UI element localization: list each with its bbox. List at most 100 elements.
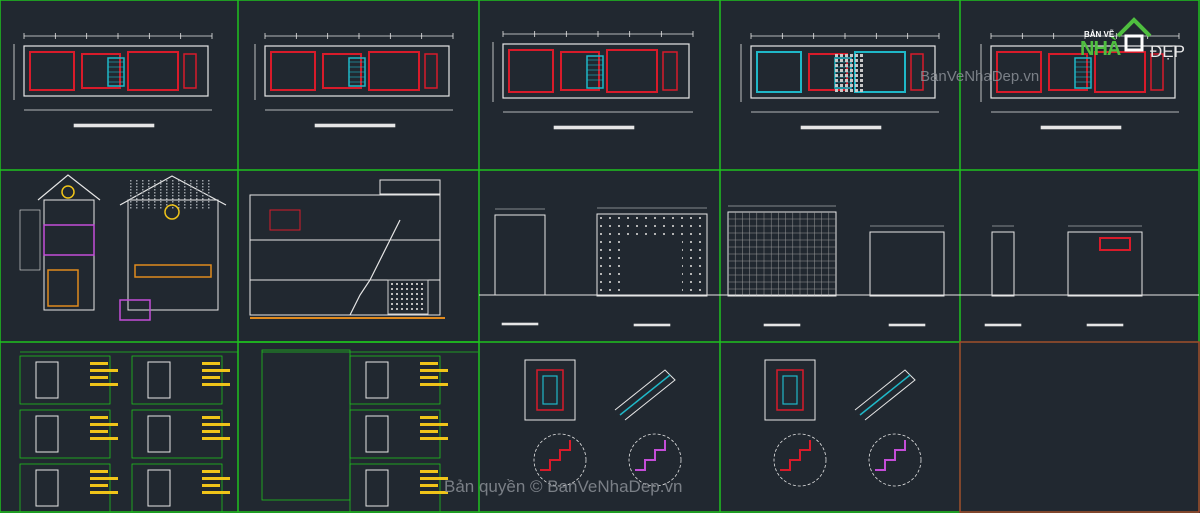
hatch-dot <box>840 79 843 82</box>
stair-plan <box>524 359 576 421</box>
hatch-dot <box>845 84 848 87</box>
brick-dot <box>196 195 198 197</box>
hatch-dot <box>618 289 620 291</box>
hatch-dot <box>835 84 838 87</box>
brick-dot <box>154 180 156 182</box>
stair-section <box>349 219 401 316</box>
brick-dot <box>172 186 174 188</box>
brick-dot <box>160 195 162 197</box>
brick-dot <box>202 201 204 203</box>
brick-dot <box>130 180 132 182</box>
schedule-cell <box>131 463 223 513</box>
hatch-dot <box>600 257 602 259</box>
detail-title <box>633 323 671 327</box>
brick-dot <box>190 204 192 206</box>
brick-dot <box>166 183 168 185</box>
empty-cell <box>959 341 1200 513</box>
brick-dot <box>148 186 150 188</box>
yellow-note <box>420 484 438 487</box>
hatch-dot <box>690 241 692 243</box>
brick-dot <box>154 201 156 203</box>
brick-dot <box>172 180 174 182</box>
brick-dot <box>148 198 150 200</box>
hatch-dot <box>850 79 853 82</box>
brick-dot <box>172 198 174 200</box>
hatch-dot <box>396 293 398 295</box>
hatch-dot <box>855 54 858 57</box>
hatch-dot <box>600 265 602 267</box>
brick-dot <box>160 207 162 209</box>
hatch-dot <box>835 54 838 57</box>
plan-outline <box>23 45 209 97</box>
plan-room <box>368 51 420 91</box>
hatch-dot <box>391 298 393 300</box>
brick-dot <box>136 186 138 188</box>
round-window <box>164 204 180 220</box>
brick-dot <box>178 207 180 209</box>
hatch-dot <box>845 64 848 67</box>
hatch-dot <box>850 89 853 92</box>
hatch-dot <box>401 308 403 310</box>
hatch-dot <box>699 249 701 251</box>
hatch-dot <box>391 308 393 310</box>
brick-dot <box>166 201 168 203</box>
brick-dot <box>196 186 198 188</box>
brick-dot <box>202 195 204 197</box>
brick-dot <box>142 207 144 209</box>
brick-dot <box>208 195 210 197</box>
hatch-dot <box>627 233 629 235</box>
hatch-dot <box>609 241 611 243</box>
hatch-dot <box>663 217 665 219</box>
hatch-dot <box>654 217 656 219</box>
brick-dot <box>196 183 198 185</box>
yellow-note <box>90 416 108 419</box>
hatch-dot <box>690 273 692 275</box>
hatch-dot <box>609 217 611 219</box>
brick-dot <box>166 189 168 191</box>
roof <box>379 179 441 195</box>
detail-circle <box>628 433 682 487</box>
hatch-dot <box>609 265 611 267</box>
hatch-dot <box>618 233 620 235</box>
hatch-dot <box>627 225 629 227</box>
hatch-dot <box>618 273 620 275</box>
brick-dot <box>178 204 180 206</box>
brick-dot <box>190 201 192 203</box>
yellow-note <box>202 369 230 372</box>
plan-room <box>127 51 179 91</box>
stair-step-detail <box>780 440 811 471</box>
schedule-cell <box>19 355 111 405</box>
yellow-note <box>420 423 448 426</box>
hatch-dot <box>860 64 863 67</box>
brick-dot <box>148 204 150 206</box>
stair-rail-cyan <box>859 374 911 416</box>
plan-room <box>424 53 438 89</box>
hatch-dot <box>645 233 647 235</box>
yellow-note <box>90 376 108 379</box>
hatch-dot <box>699 289 701 291</box>
yellow-note <box>202 470 220 473</box>
hatch-dot <box>411 308 413 310</box>
brick-dot <box>202 198 204 200</box>
brick-dot <box>142 186 144 188</box>
yellow-note <box>420 383 448 386</box>
hatch-dot <box>840 84 843 87</box>
schedule-cell <box>349 409 441 459</box>
brick-dot <box>166 198 168 200</box>
brick-dot <box>160 180 162 182</box>
hatch-dot <box>600 249 602 251</box>
detail-title <box>1086 323 1124 327</box>
stair-walls <box>536 369 564 411</box>
stair-plan <box>764 359 816 421</box>
brick-dot <box>172 207 174 209</box>
yellow-note <box>420 376 438 379</box>
detail-title <box>984 323 1022 327</box>
brick-dot <box>130 207 132 209</box>
hatch-dot <box>699 273 701 275</box>
railing <box>134 264 212 278</box>
brick-dot <box>154 192 156 194</box>
detail-title <box>888 323 926 327</box>
hatch-dot <box>855 69 858 72</box>
brick-dot <box>148 201 150 203</box>
